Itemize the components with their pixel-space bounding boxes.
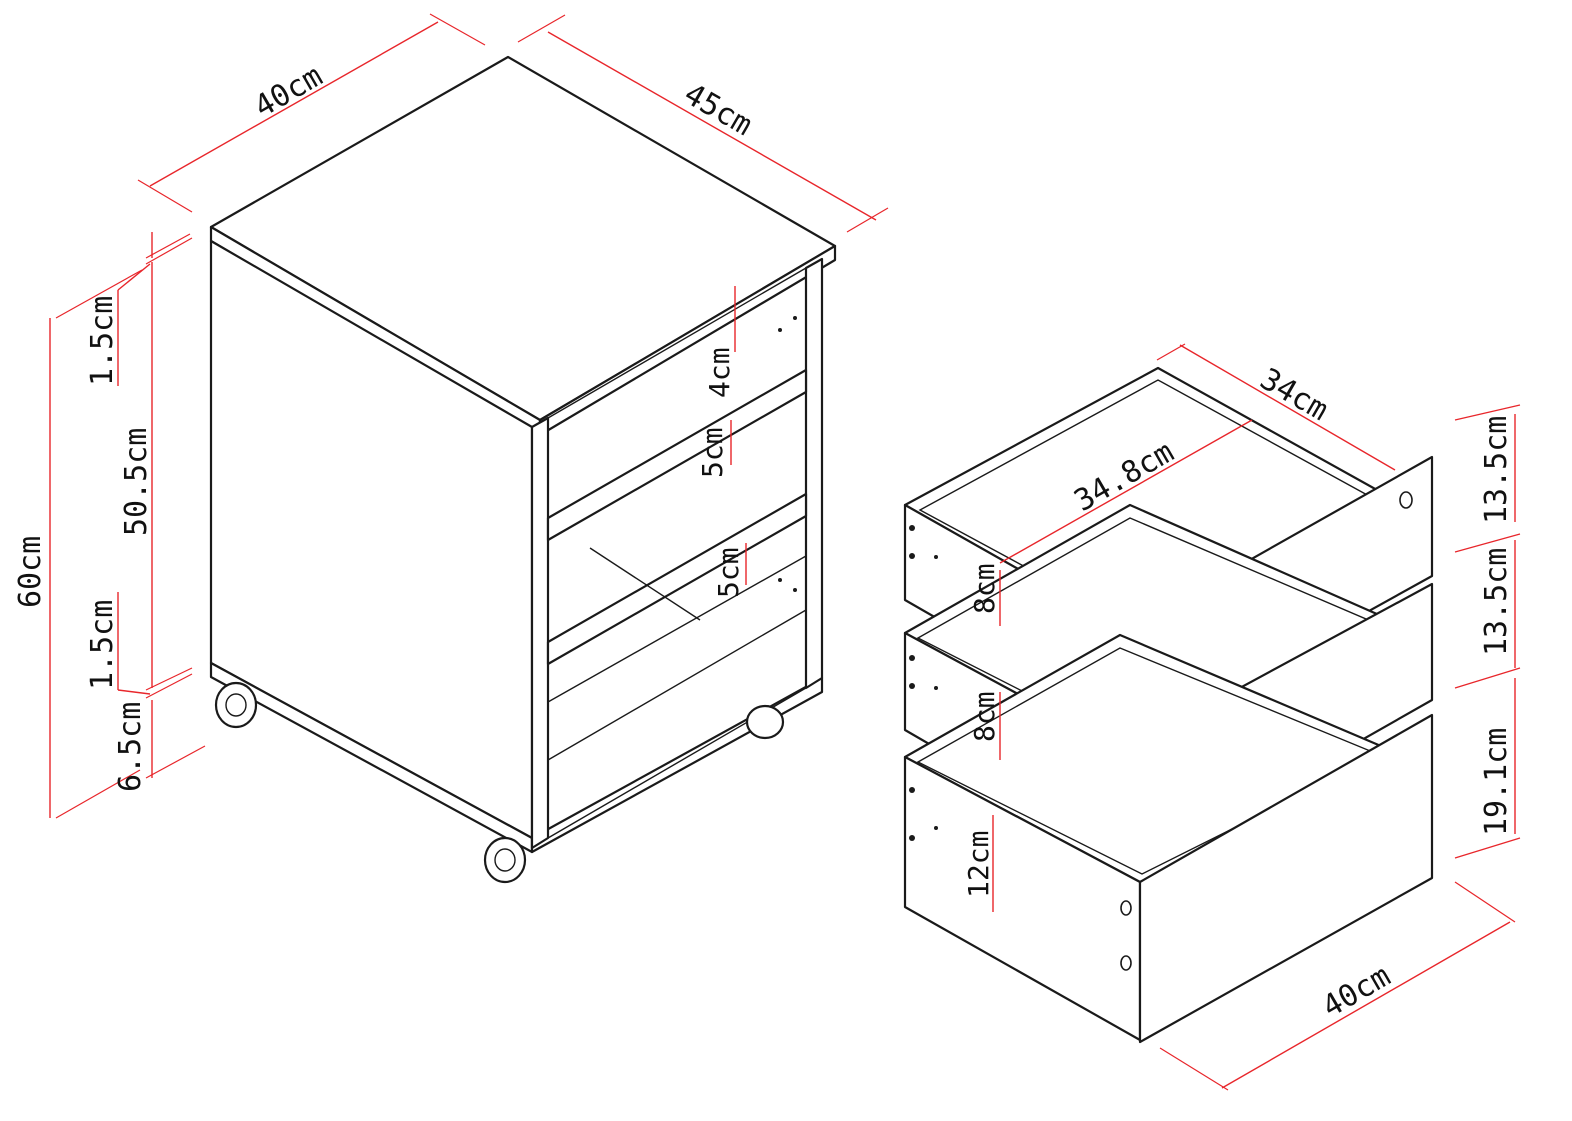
- label-front-top: 13.5cm: [1479, 416, 1514, 524]
- cabinet-inner-line-2: [547, 609, 807, 761]
- label-caster-height: 6.5cm: [113, 702, 148, 792]
- dim-inner-width-line: [1179, 344, 1396, 471]
- dim-inner-depth-line: [999, 419, 1253, 564]
- label-body-height: 50.5cm: [119, 428, 154, 536]
- label-cabinet-width: 40cm: [249, 58, 329, 124]
- dim-depth-line: [547, 31, 877, 221]
- cabinet-rail-lower: [546, 492, 808, 666]
- label-rail-upper: 5cm: [696, 427, 729, 478]
- caster-left: [214, 681, 258, 729]
- cabinet-shelf-line: [547, 555, 807, 703]
- dim-front-width-line: [1221, 921, 1511, 1089]
- label-gap-top: 4cm: [703, 347, 736, 398]
- label-drawer-middle-depth: 8cm: [968, 691, 1001, 742]
- hinge-dot: [793, 316, 797, 320]
- hinge-dot: [793, 588, 797, 592]
- cabinet-front-right-stile: [804, 257, 824, 690]
- label-drawer-bottom-depth: 12cm: [962, 831, 995, 898]
- cabinet-drawing: [209, 55, 837, 884]
- cabinet-dimensions: [49, 13, 889, 819]
- cabinet-rail-upper: [546, 368, 808, 542]
- label-drawer-front-width: 40cm: [1317, 958, 1397, 1024]
- label-drawer-inner-width: 34cm: [1254, 362, 1334, 428]
- label-bottom-thickness: 1.5cm: [85, 600, 120, 690]
- caster-right: [745, 704, 785, 740]
- caster-front: [483, 836, 527, 884]
- hinge-dot: [778, 328, 782, 332]
- label-cabinet-depth: 45cm: [678, 77, 758, 143]
- label-front-middle: 13.5cm: [1479, 548, 1514, 656]
- cabinet-inner-line: [589, 547, 701, 621]
- drawer-dimensions: [992, 343, 1521, 1091]
- hinge-dot: [778, 578, 782, 582]
- label-front-bottom: 19.1cm: [1479, 728, 1514, 836]
- dim-width-line: [149, 21, 439, 187]
- cabinet-interior-back: [547, 266, 807, 840]
- label-top-thickness: 1.5cm: [85, 296, 120, 386]
- label-drawer-top-depth: 8cm: [968, 563, 1001, 614]
- label-rail-lower: 5cm: [712, 547, 745, 598]
- drawer-bottom: [903, 633, 1434, 1044]
- label-cabinet-height: 60cm: [13, 536, 48, 608]
- cabinet-front-left-stile: [530, 416, 550, 850]
